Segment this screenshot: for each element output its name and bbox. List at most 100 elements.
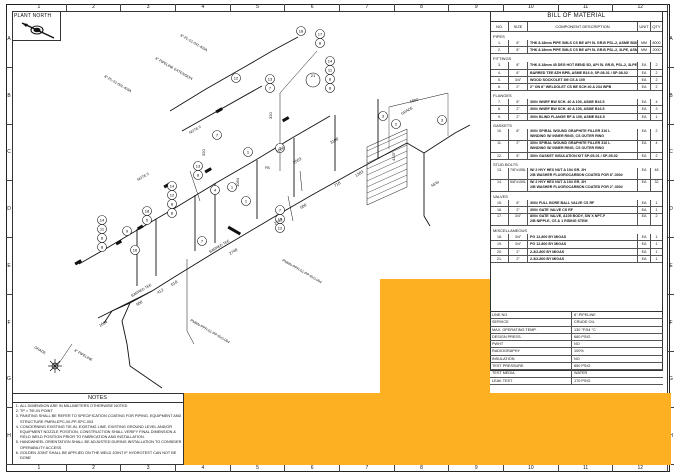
svg-text:1383: 1383 (354, 169, 365, 178)
cell-size: 5/8"x100L (509, 179, 528, 191)
cell-qty: 8000 (652, 41, 661, 45)
note-item: TP = TIE-IN POINT (20, 409, 183, 414)
cell-size: 7/8"x155L (509, 167, 528, 179)
drawing-frame-outer (6, 4, 670, 472)
svg-text:1064: 1064 (98, 319, 109, 328)
description-line: 300# SPIRAL WOUND GRAPHITE FILLER 316 L (530, 140, 611, 145)
cell-qty: 2 (655, 128, 658, 133)
cell-qty: 32 (654, 179, 659, 184)
cell-size: 2" (509, 255, 528, 262)
svg-text:11: 11 (328, 68, 333, 73)
cell-size: 3/4" (509, 241, 528, 248)
cell-qty: 1 (655, 256, 658, 261)
zone-label: 8 (395, 465, 450, 472)
cell-qty: 2000 (652, 48, 661, 53)
cell-qty: 2 (655, 63, 658, 68)
zone-label: 4 (176, 465, 231, 472)
cell-description: WOOD SOCKOLET 3M CS A 105 (528, 76, 638, 83)
svg-text:8: 8 (329, 77, 332, 82)
cell-size: 2" (509, 207, 528, 214)
bom-row: 11.2"300# SPIRAL WOUND GRAPHITE FILLER 3… (491, 140, 662, 153)
svg-text:500: 500 (299, 202, 308, 210)
redaction-block (380, 279, 490, 394)
col-header-no: NO. (491, 22, 509, 31)
zone-label: 10 (504, 4, 559, 11)
cell-unit: MM (638, 47, 651, 54)
svg-text:18: 18 (299, 29, 304, 34)
zone-label: 3 (121, 465, 177, 472)
svg-text:4: 4 (214, 188, 217, 193)
cell-no: 2. (491, 47, 509, 54)
cell-unit: EA (638, 248, 651, 255)
svg-text:412: 412 (156, 287, 165, 295)
cell-qty: 1 (655, 208, 658, 213)
svg-text:618: 618 (170, 279, 179, 287)
bom-title: BILL OF MATERIAL (491, 12, 662, 22)
note-item: HANDWHEEL ORIENTATION SHALL BE ADJUSTED … (20, 440, 183, 450)
cell-unit: EA (638, 83, 651, 91)
cell-no: 7. (491, 99, 509, 106)
bom-category: FLANGES (493, 93, 512, 99)
svg-text:7: 7 (269, 86, 272, 91)
zone-label: E (668, 238, 674, 295)
zone-label: D (668, 181, 674, 238)
spec-key: INSULATION (490, 355, 572, 363)
cell-qty: 2 (655, 84, 658, 89)
cell-description: 2-3/2-800 BY MIGAS (528, 255, 638, 262)
svg-text:4137: 4137 (391, 151, 396, 161)
bom-row: 3.8"THK 8.18mm 45 DEG HOT BEND 5D, API 5… (491, 62, 662, 70)
zone-label: 9 (449, 4, 505, 11)
cell-unit: EA (638, 128, 651, 140)
cell-size: 2" (509, 113, 528, 120)
cell-description: 300# BLIND FLANGE RF A 105, ASME B16.5 (528, 113, 638, 120)
spec-key: TEST MEDIA (490, 370, 572, 377)
notes-list: ALL DIMENSION ARE IN MILLIMETERS OTHERWI… (12, 404, 183, 461)
cell-description: 300# FULL BORE BALL VALVE CS RF (528, 199, 638, 207)
svg-text:13: 13 (268, 77, 273, 82)
zone-ruler-bottom: 1 2 3 4 5 6 7 8 9 10 11 12 (12, 465, 669, 472)
svg-text:13: 13 (196, 164, 201, 169)
svg-text:14: 14 (100, 218, 105, 223)
cell-no: 17. (491, 214, 509, 226)
zone-label: H (668, 408, 674, 465)
svg-text:8: 8 (171, 202, 174, 207)
svg-text:FB: FB (265, 166, 270, 170)
description-line: 2/B WASHER FLUOROCARBON COATED FOR 2"-30… (530, 184, 623, 189)
cell-description: 300# GASKET INSULATION KIT SP-05-01 / SP… (528, 152, 638, 159)
cell-description: PG 12-800 BY MIGAS (528, 241, 638, 248)
zone-label: C (668, 125, 674, 182)
cell-qty: 2 (655, 70, 658, 75)
redaction-block (184, 393, 671, 465)
zone-label: 12 (613, 4, 669, 11)
bom-category: PIPES (493, 34, 505, 39)
svg-text:2743: 2743 (273, 217, 284, 226)
svg-text:14: 14 (328, 59, 333, 64)
svg-text:1: 1 (245, 199, 248, 204)
svg-text:8: 8 (101, 236, 104, 241)
zone-label: 1 (12, 465, 67, 472)
svg-text:1: 1 (247, 150, 250, 155)
svg-text:PMRN-PPR-01-PP-ISO-004: PMRN-PPR-01-PP-ISO-004 (282, 258, 323, 284)
svg-text:3100: 3100 (329, 136, 340, 145)
zone-ruler-top: 1 2 3 4 5 6 7 8 9 10 11 12 (12, 4, 669, 11)
cell-size: 8" (509, 47, 528, 54)
svg-text:14: 14 (170, 184, 175, 189)
svg-text:PMRN-PPR-01-PP-ISO-004: PMRN-PPR-01-PP-ISO-004 (190, 318, 231, 344)
spec-value: CRUDE OIL (574, 320, 595, 325)
spec-value: NO (574, 356, 580, 361)
svg-text:1800: 1800 (409, 97, 420, 104)
bom-category: GASKETS (493, 122, 512, 128)
cell-size: 8" (509, 99, 528, 106)
cell-description: THK 8.18mm 45 DEG HOT BEND 5D, API 5L GR… (530, 62, 638, 69)
cell-size: 3/4" (509, 76, 528, 83)
col-header-description: COMPONENT DESCRIPTION (528, 22, 638, 31)
spec-value: 100% (574, 349, 584, 354)
svg-text:10: 10 (278, 217, 283, 222)
